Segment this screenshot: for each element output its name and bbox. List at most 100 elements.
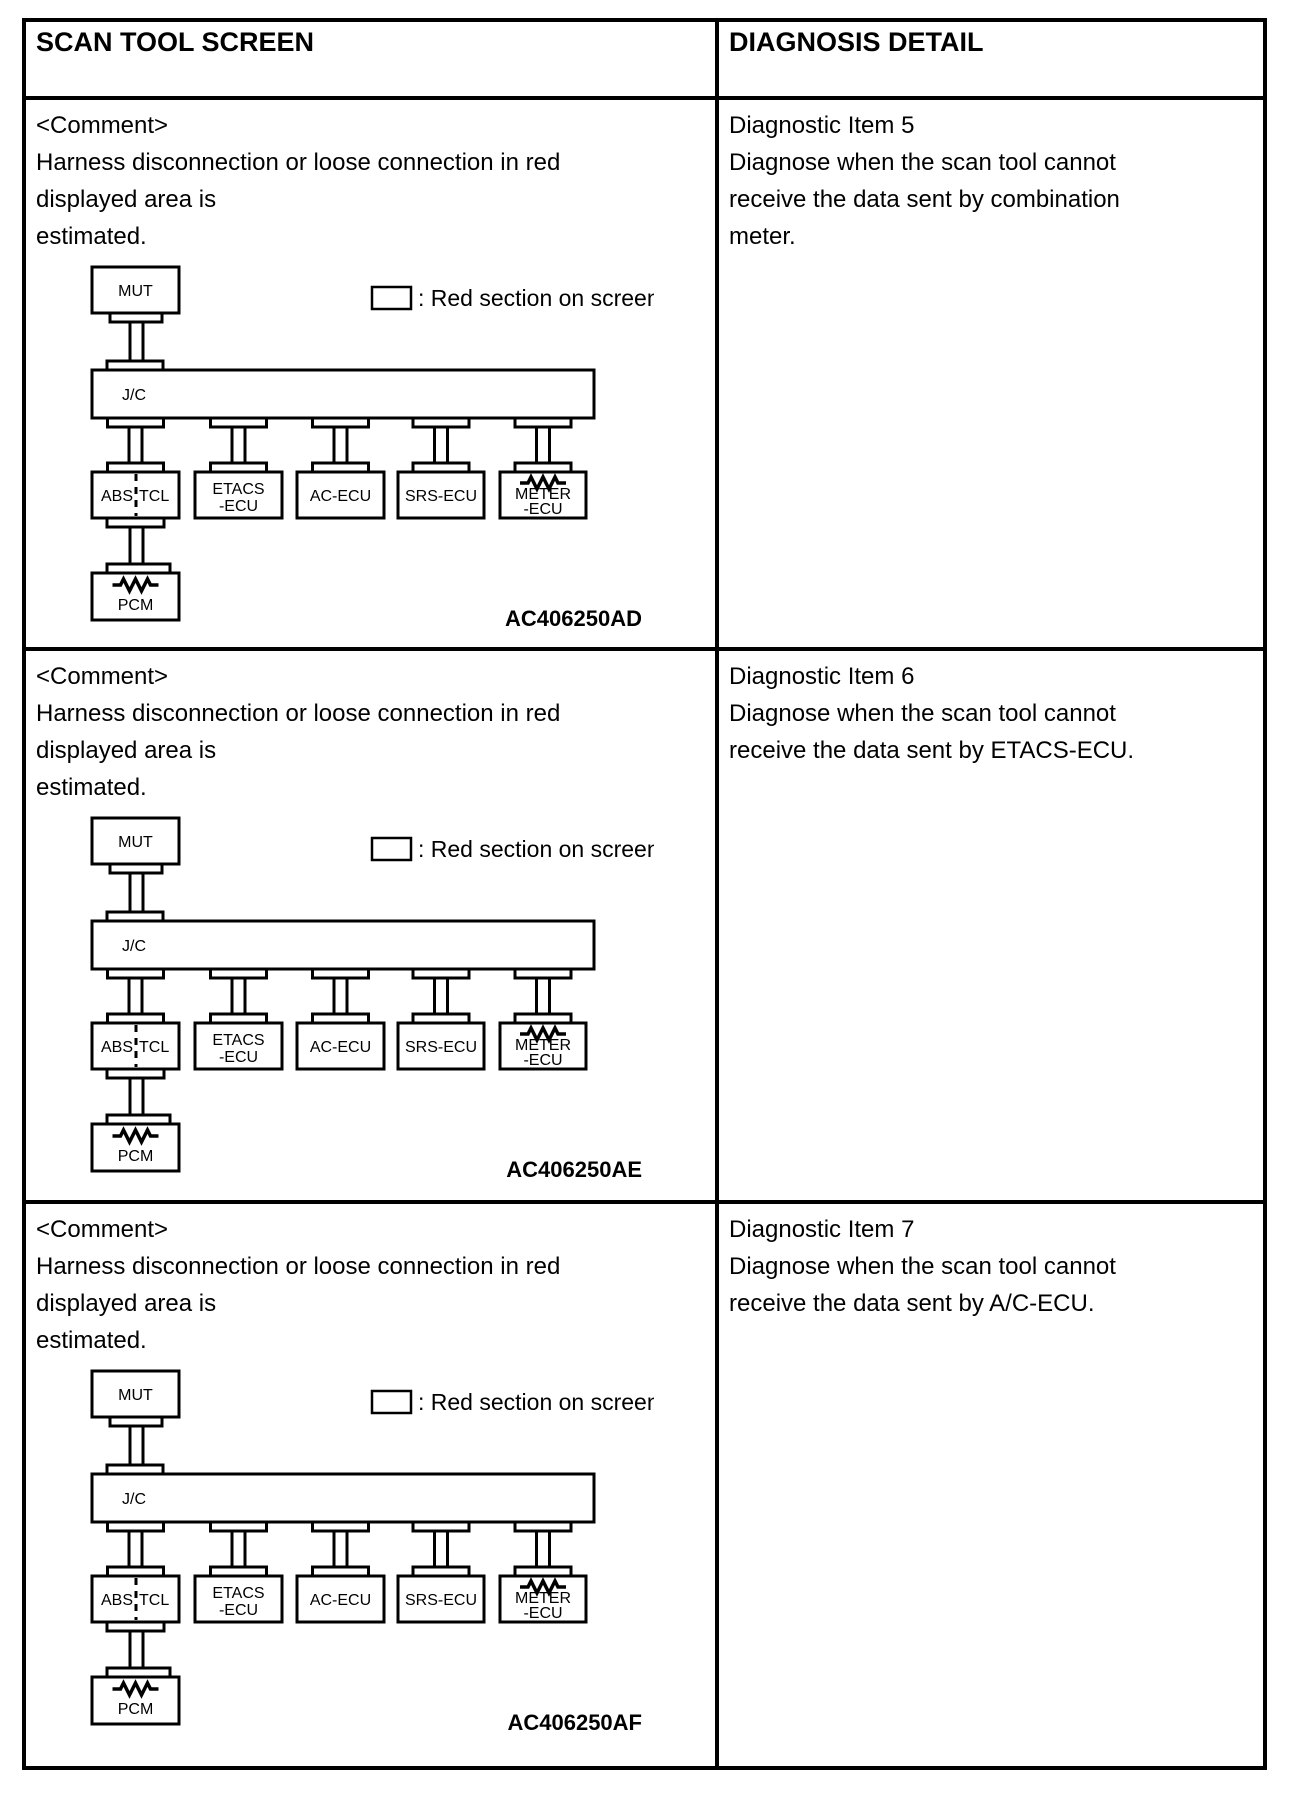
red-section-wavy-icon (112, 1126, 159, 1146)
tcl-label: TCL (139, 488, 169, 505)
srs-ecu-label: SRS-ECU (405, 1592, 477, 1609)
mut-label: MUT (118, 283, 153, 300)
comment-line: displayed area is (36, 1290, 217, 1317)
tcl-label: TCL (139, 1039, 169, 1056)
table-row-3-diagnosis-cell: Diagnostic Item 7 Diagnose when the scan… (719, 1204, 1263, 1766)
srs-ecu-node: SRS-ECU (396, 1574, 486, 1624)
scan-tool-network-diagram: MUT : Red section on screen J/C (90, 1369, 654, 1735)
jc-node: J/C (90, 919, 596, 971)
abs-label: ABS (101, 1592, 133, 1609)
diagnosis-table: SCAN TOOL SCREEN DIAGNOSIS DETAIL <Comme… (22, 18, 1267, 1770)
meter-ecu-label-line2: -ECU (523, 501, 562, 518)
diagnosis-line: Diagnose when the scan tool cannot (729, 149, 1116, 176)
figure-code: AC406250AD (505, 606, 642, 631)
diagnosis-line: Diagnose when the scan tool cannot (729, 700, 1116, 727)
meter-ecu-node: METER -ECU (498, 470, 588, 520)
abs-tcl-node: ABS TCL (90, 1021, 181, 1071)
diagnosis-line: receive the data sent by combination (729, 186, 1120, 213)
table-row-1-scan-tool-cell: <Comment> Harness disconnection or loose… (26, 100, 719, 651)
srs-ecu-node: SRS-ECU (396, 470, 486, 520)
diagnosis-line: meter. (729, 223, 796, 250)
etacs-label-line2: -ECU (219, 498, 258, 515)
legend-label: : Red section on screen (418, 836, 654, 862)
comment-line: Harness disconnection or loose connectio… (36, 149, 561, 176)
pcm-node: PCM (90, 1675, 181, 1726)
comment-text: <Comment> Harness disconnection or loose… (26, 651, 715, 806)
connector-mut-jc (105, 862, 165, 923)
comment-line: <Comment> (36, 1216, 169, 1243)
etacs-label-line1: ETACS (212, 1585, 264, 1602)
connector-jc-srs (411, 1520, 471, 1578)
connector-jc-abs (106, 416, 165, 474)
connector-jc-ac (311, 416, 370, 474)
scan-tool-network-diagram: MUT : Red section on screen J/C (90, 265, 654, 631)
tcl-label: TCL (139, 1592, 169, 1609)
comment-line: <Comment> (36, 663, 169, 690)
pcm-node: PCM (90, 571, 181, 622)
ac-ecu-node: AC-ECU (295, 1021, 386, 1071)
table-row-2-scan-tool-cell: <Comment> Harness disconnection or loose… (26, 651, 719, 1204)
ac-ecu-node: AC-ECU (295, 1574, 386, 1624)
jc-label: J/C (122, 1491, 146, 1508)
meter-ecu-label-line1: METER (515, 1037, 571, 1054)
comment-line: displayed area is (36, 186, 217, 213)
connector-abs-pcm (105, 1620, 172, 1679)
meter-ecu-label-line1: METER (515, 486, 571, 503)
diagnosis-text: Diagnostic Item 6 Diagnose when the scan… (719, 651, 1263, 769)
connector-jc-meter (513, 1520, 573, 1578)
comment-line: estimated. (36, 1327, 147, 1354)
ac-ecu-label: AC-ECU (310, 488, 371, 505)
red-section-legend: : Red section on screen (370, 285, 654, 311)
legend-label: : Red section on screen (418, 285, 654, 311)
mut-node: MUT (90, 1369, 181, 1419)
red-section-swatch (370, 1389, 413, 1415)
connector-jc-srs (411, 967, 471, 1025)
connector-jc-ac (311, 967, 370, 1025)
table-row-2-diagnosis-cell: Diagnostic Item 6 Diagnose when the scan… (719, 651, 1263, 1204)
comment-line: Harness disconnection or loose connectio… (36, 700, 561, 727)
red-section-wavy-icon (520, 1577, 566, 1597)
table-row-3-scan-tool-cell: <Comment> Harness disconnection or loose… (26, 1204, 719, 1766)
connector-jc-abs (106, 967, 165, 1025)
diagnosis-line: Diagnose when the scan tool cannot (729, 1253, 1116, 1280)
connector-mut-jc (105, 311, 165, 372)
figure-code: AC406250AE (506, 1157, 642, 1182)
diagnosis-line: Diagnostic Item 7 (729, 1216, 915, 1243)
table-row-1-diagnosis-cell: Diagnostic Item 5 Diagnose when the scan… (719, 100, 1263, 651)
connector-mut-jc (105, 1415, 165, 1476)
meter-ecu-node: METER -ECU (498, 1021, 588, 1071)
ac-ecu-label: AC-ECU (310, 1592, 371, 1609)
red-section-wavy-icon (520, 1024, 566, 1044)
mut-node: MUT (90, 816, 181, 866)
connector-jc-etacs (209, 967, 268, 1025)
jc-label: J/C (122, 387, 146, 404)
connector-jc-ac (311, 1520, 370, 1578)
etacs-label-line1: ETACS (212, 1032, 264, 1049)
red-section-wavy-icon (520, 473, 566, 493)
srs-ecu-label: SRS-ECU (405, 488, 477, 505)
meter-ecu-node: METER -ECU (498, 1574, 588, 1624)
diagnosis-line: receive the data sent by ETACS-ECU. (729, 737, 1135, 764)
etacs-label-line2: -ECU (219, 1049, 258, 1066)
figure-code: AC406250AF (507, 1710, 642, 1735)
connector-jc-srs (411, 416, 471, 474)
meter-ecu-label-line2: -ECU (523, 1052, 562, 1069)
diagnosis-line: Diagnostic Item 5 (729, 112, 915, 139)
etacs-ecu-node: ETACS -ECU (193, 470, 284, 520)
red-section-swatch (370, 285, 413, 311)
meter-ecu-label-line2: -ECU (523, 1605, 562, 1622)
pcm-label: PCM (118, 597, 154, 614)
etacs-label-line2: -ECU (219, 1602, 258, 1619)
abs-label: ABS (101, 488, 133, 505)
mut-node: MUT (90, 265, 181, 315)
red-section-legend: : Red section on screen (370, 836, 654, 862)
diagnosis-text: Diagnostic Item 5 Diagnose when the scan… (719, 100, 1263, 255)
jc-label: J/C (122, 938, 146, 955)
jc-node: J/C (90, 368, 596, 420)
pcm-label: PCM (118, 1701, 154, 1718)
red-section-wavy-icon (112, 1679, 159, 1699)
meter-ecu-label-line1: METER (515, 1590, 571, 1607)
ac-ecu-node: AC-ECU (295, 470, 386, 520)
etacs-label-line1: ETACS (212, 481, 264, 498)
comment-line: estimated. (36, 774, 147, 801)
